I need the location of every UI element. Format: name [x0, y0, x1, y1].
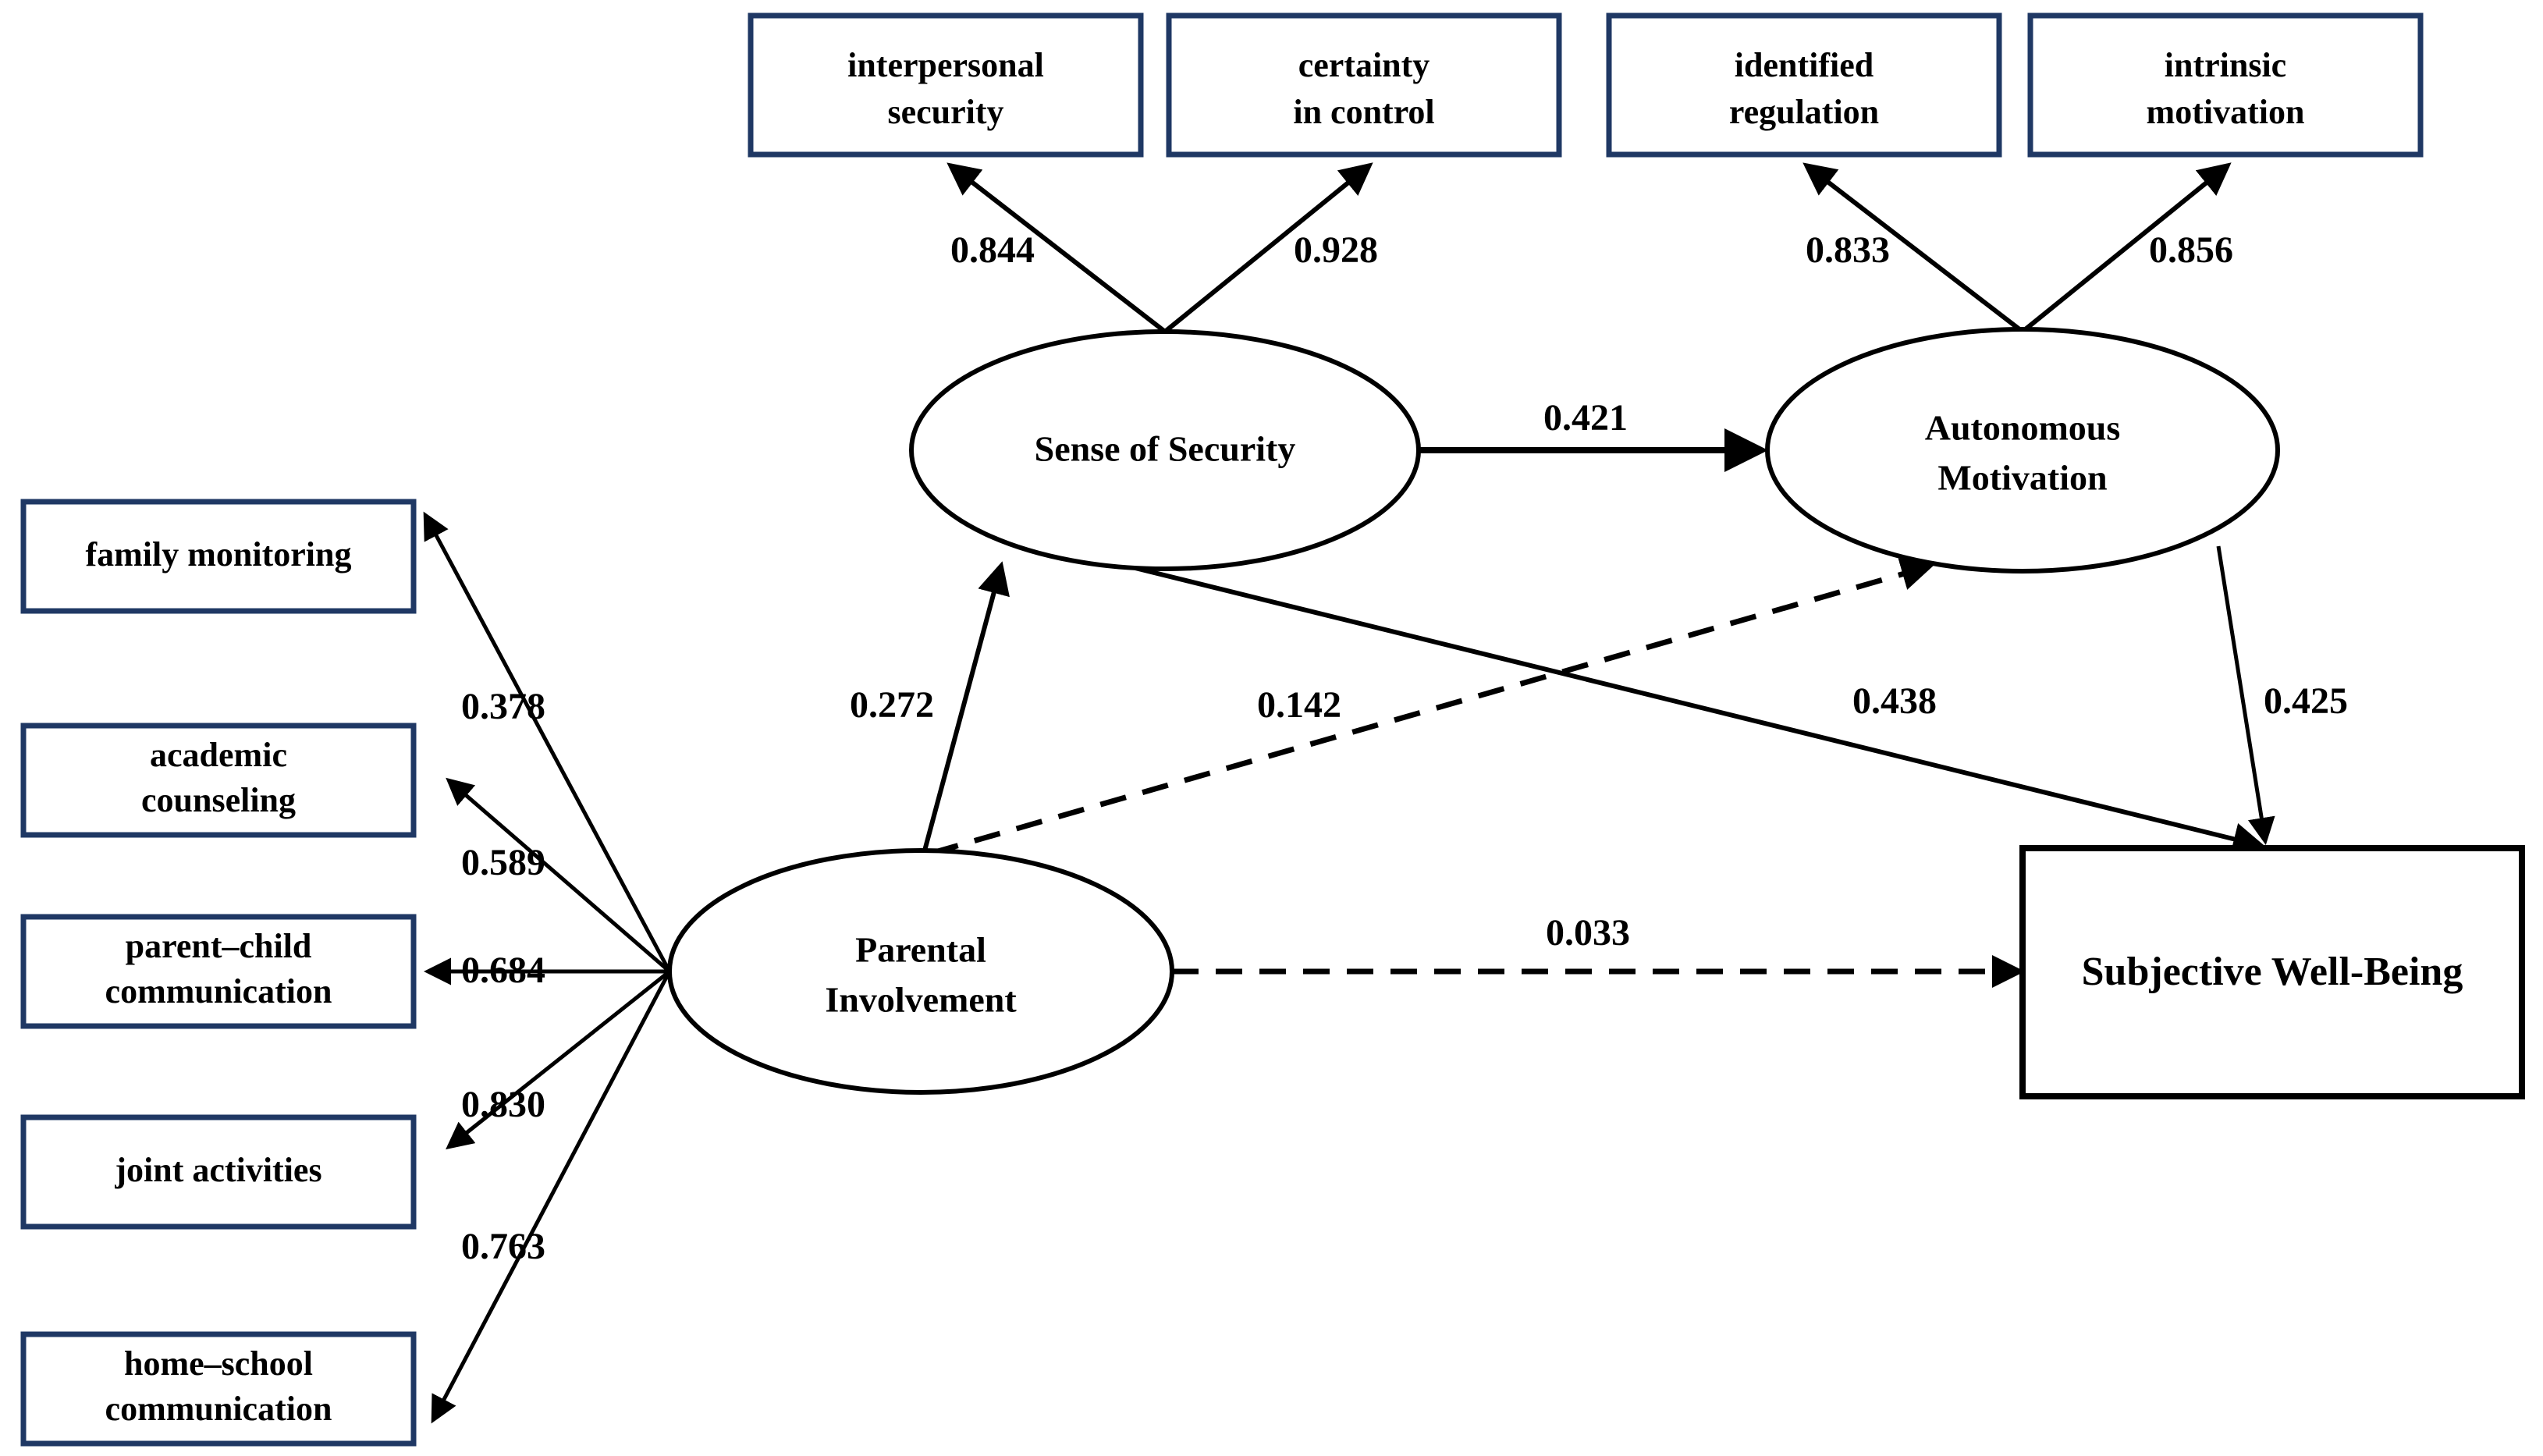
indicator-joint-activities-label: joint activities	[114, 1151, 321, 1189]
latent-parental-involvement-line1: Parental	[855, 930, 986, 970]
path-sos-to-interpersonal-security	[947, 162, 1167, 334]
indicator-home-school-communication-line1: home–school	[124, 1344, 313, 1383]
latent-parental-involvement-line2: Involvement	[825, 980, 1017, 1020]
indicator-academic-counseling[interactable]: academic counseling	[20, 723, 417, 838]
latent-autonomous-motivation[interactable]: Autonomous Motivation	[1765, 327, 2280, 574]
path-pi-to-home-school-communication	[431, 970, 672, 1424]
indicator-intrinsic-motivation[interactable]: intrinsic motivation	[2027, 12, 2424, 158]
indicator-parent-child-communication-line1: parent–child	[126, 927, 312, 965]
indicator-interpersonal-security[interactable]: interpersonal security	[748, 12, 1144, 158]
indicator-certainty-in-control[interactable]: certainty in control	[1166, 12, 1562, 158]
path-pi-to-joint-activities	[446, 970, 671, 1150]
indicator-parent-child-communication-line2: communication	[105, 972, 332, 1010]
indicator-intrinsic-motivation-line1: intrinsic	[2165, 46, 2286, 84]
latent-autonomous-motivation-line2: Motivation	[1937, 458, 2107, 498]
indicator-intrinsic-motivation-line2: motivation	[2147, 93, 2305, 131]
indicator-family-monitoring-label: family monitoring	[86, 535, 352, 574]
indicator-family-monitoring[interactable]: family monitoring	[20, 499, 417, 614]
coefficient-joint-activities: 0.830	[461, 1084, 545, 1125]
indicator-parent-child-communication[interactable]: parent–child communication	[20, 914, 417, 1029]
indicator-home-school-communication-line2: communication	[105, 1390, 332, 1428]
coefficient-identified-regulation: 0.833	[1806, 229, 1890, 271]
indicator-certainty-in-control-line1: certainty	[1298, 46, 1430, 84]
coefficient-home-school-communication: 0.763	[461, 1226, 545, 1267]
path-pi-to-family-monitoring	[423, 511, 672, 973]
indicator-academic-counseling-line1: academic	[150, 736, 287, 774]
coefficient-am-to-subjective-well-being: 0.425	[2264, 680, 2348, 722]
coefficient-parent-child-communication: 0.684	[461, 950, 545, 991]
indicator-joint-activities[interactable]: joint activities	[20, 1114, 417, 1230]
path-am-to-intrinsic-motivation	[2021, 162, 2232, 334]
indicator-interpersonal-security-line1: interpersonal	[847, 46, 1044, 84]
coefficient-pi-to-sense-of-security: 0.272	[850, 684, 934, 726]
coefficient-sos-to-subjective-well-being: 0.438	[1852, 680, 1937, 722]
indicator-identified-regulation-line1: identified	[1735, 46, 1874, 84]
path-pi-to-sense-of-security	[922, 561, 1010, 851]
coefficient-certainty-in-control: 0.928	[1294, 229, 1378, 271]
latent-sense-of-security-label: Sense of Security	[1035, 429, 1296, 469]
latent-autonomous-motivation-line1: Autonomous	[1925, 408, 2121, 448]
indicator-identified-regulation[interactable]: identified regulation	[1606, 12, 2002, 158]
coefficient-family-monitoring: 0.378	[461, 686, 545, 727]
outcome-subjective-well-being-label: Subjective Well-Being	[2082, 950, 2463, 994]
indicator-identified-regulation-line2: regulation	[1729, 93, 1879, 131]
path-pi-to-academic-counseling	[446, 777, 671, 973]
coefficient-pi-to-subjective-well-being: 0.033	[1546, 912, 1630, 954]
indicator-academic-counseling-line2: counseling	[141, 781, 296, 819]
indicator-certainty-in-control-line2: in control	[1293, 93, 1434, 131]
indicator-home-school-communication[interactable]: home–school communication	[20, 1331, 417, 1447]
path-am-to-identified-regulation	[1802, 162, 2024, 334]
path-sos-to-certainty-in-control	[1163, 162, 1373, 334]
latent-sense-of-security[interactable]: Sense of Security	[909, 329, 1421, 571]
coefficient-academic-counseling: 0.589	[461, 842, 545, 883]
coefficient-interpersonal-security: 0.844	[950, 229, 1035, 271]
path-sos-to-subjective-well-being	[1135, 566, 2266, 855]
coefficient-pi-to-autonomous-motivation: 0.142	[1257, 684, 1341, 726]
coefficient-intrinsic-motivation: 0.856	[2149, 229, 2233, 271]
path-am-to-subjective-well-being	[2216, 545, 2275, 845]
latent-parental-involvement[interactable]: Parental Involvement	[667, 848, 1174, 1095]
outcome-subjective-well-being[interactable]: Subjective Well-Being	[2019, 845, 2525, 1099]
coefficient-sos-to-autonomous-motivation: 0.421	[1543, 397, 1628, 439]
indicator-interpersonal-security-line2: security	[887, 93, 1003, 131]
